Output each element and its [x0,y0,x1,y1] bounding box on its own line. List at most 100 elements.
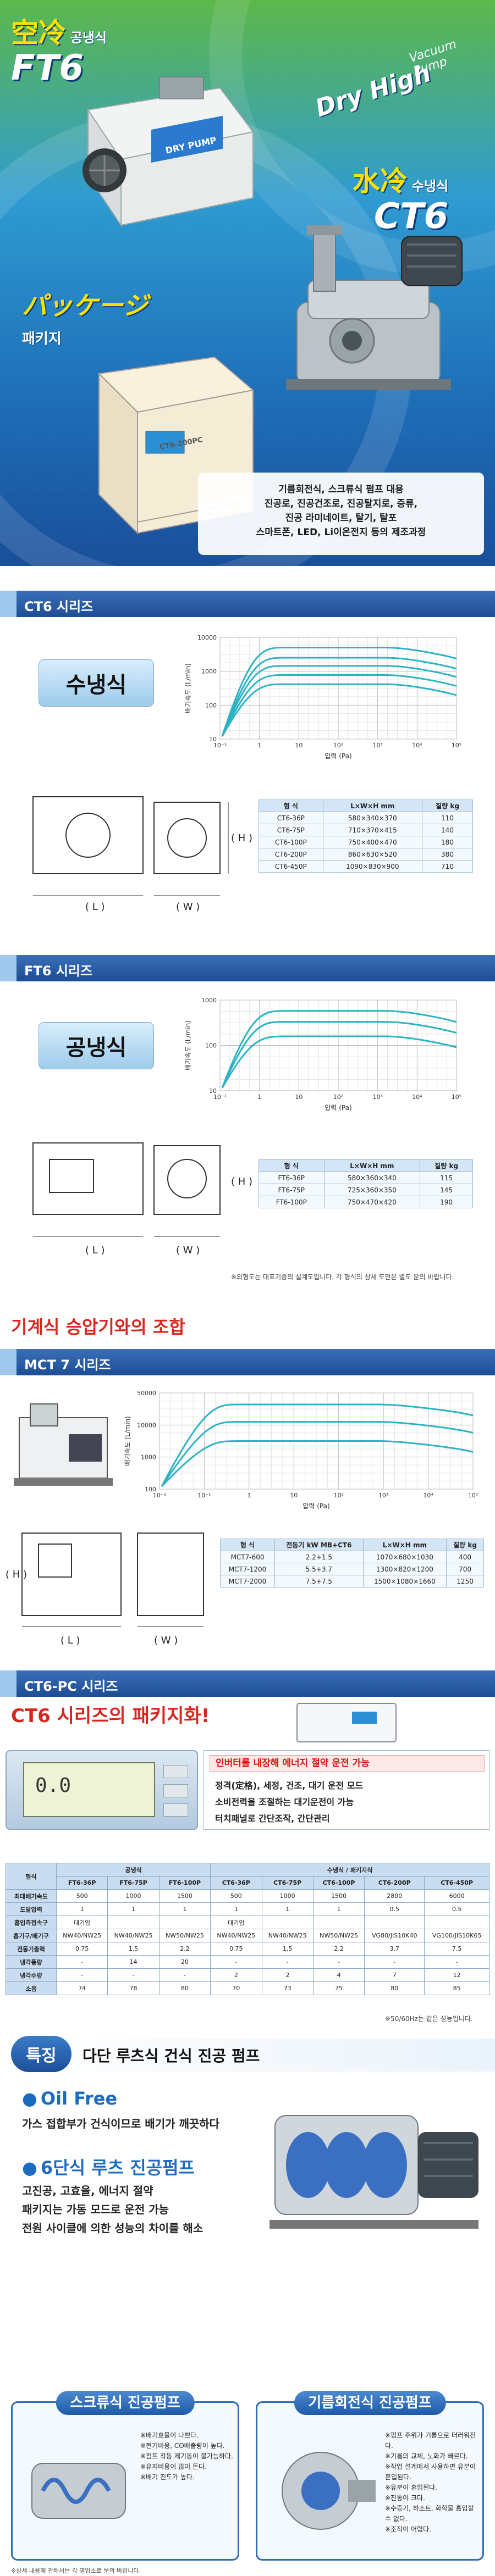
series-line [161,1421,474,1487]
series-line [221,1021,457,1089]
ctpc-section-header: CT6-PC 시리즈 [0,1670,495,1697]
x-tick-label: 10⁻¹ [213,1093,227,1101]
x-tick-label: 10 [290,1492,298,1499]
ft6-model: FT6 [11,48,84,88]
x-tick-label: 10² [333,742,343,749]
x-tick-label: 10² [334,1492,344,1499]
x-tick-label: 10 [295,742,302,749]
ct6-dim-h: ( H ) [231,832,253,844]
x-tick-label: 10⁻¹ [213,742,227,749]
ft6-outline-drawing [32,1142,221,1237]
x-tick-label: 10⁴ [412,1093,422,1101]
ctpc-headline: CT6 시리즈의 패키지화! [11,1705,210,1727]
package-title: パッケージ 패키지 [22,286,148,348]
comparison-footnote: ※50/60Hz는 같은 성능입니다. [385,2015,473,2023]
y-tick-label: 10000 [197,634,217,641]
touch-panel-display: 0.0 [6,1750,198,1830]
x-tick-label: 10³ [372,1093,382,1101]
x-axis-label: 압력 (Pa) [324,1104,351,1112]
applications-box: 기름회전식, 스크류식 펌프 대용 진공로, 진공건조로, 진공탈지로, 증류,… [198,473,484,555]
inverter-line: 소비전력을 조절하는 대기운전이 가능 [215,1797,354,1807]
oil-free-text: 가스 접합부가 건식이므로 배기가 깨끗하다 [22,2117,220,2130]
package-kr: 패키지 [22,331,62,347]
roots-line: 패키지는 가동 모드로 운전 가능 [22,2203,169,2216]
roots-line: 고진공, 고효율, 에너지 절약 [22,2184,153,2197]
roots-pump-cutaway [270,2115,479,2229]
y-tick-label: 50000 [137,1390,156,1397]
x-tick-label: 1 [257,1093,261,1101]
ct6-kanji: 水冷 [352,165,408,197]
ft6-section-header: FT6 시리즈 [0,955,495,981]
feature-badge: 특징 [11,2036,72,2072]
roots-heading: ●6단식 루츠 진공펌프 [22,2157,195,2178]
panel-button[interactable] [163,1765,188,1778]
application-line: 기름회전식, 스크류식 펌프 대용 [278,484,404,495]
x-axis-label: 압력 (Pa) [324,752,351,760]
mct-machine-illustration [14,1403,113,1486]
x-tick-label: 1 [257,742,261,749]
series-line [221,1010,457,1089]
ct6-model: CT6 [374,196,449,237]
ft6-dim-w: ( W ) [176,1245,200,1256]
x-tick-label: 10² [333,1093,343,1101]
panel-button[interactable] [163,1784,188,1797]
x-tick-label: 10⁵ [452,742,461,749]
roots-lines: 고진공, 고효율, 에너지 절약 패키지는 가동 모드로 운전 가능 전원 사이… [22,2181,203,2238]
panel-button[interactable] [163,1803,188,1817]
ct6-section-header: CT6 시리즈 [0,591,495,617]
mct-section-title: MCT 7 시리즈 [24,1357,111,1373]
oil-free-heading: ●Oil Free [22,2088,118,2109]
series-line [161,1403,474,1487]
ctpc-section-title: CT6-PC 시리즈 [24,1679,118,1694]
application-line: 진공 라미네이트, 탈기, 탈포 [285,513,397,524]
combo-heading: 기계식 승압기와의 조합 [11,1317,185,1337]
inverter-line: 정격(定格), 세정, 건조, 대기 운전 모드 [215,1780,364,1791]
ct6-outline-drawing [32,796,229,896]
mct-dim-h: ( H ) [6,1569,28,1580]
series-line [221,647,457,737]
x-tick-label: 10⁴ [423,1492,433,1499]
air-cooled-badge: 공냉식 [38,1022,154,1069]
y-tick-label: 10 [209,736,217,743]
inverter-highlight: 인버터를 내장해 에너지 절약 운전 가능 [210,1755,485,1772]
series-line [221,674,457,737]
series-line [221,665,457,737]
ft6-kr-label: 공냉식 [70,30,107,46]
oil-rotary-pump-points: ※펌프 주위가 기름으로 더러워진다. ※기름의 교체, 노화가 빠르다. ※작… [385,2431,476,2533]
ft6-drawing-note: ※외형도는 대표기종의 설계도입니다. 각 형식의 상세 도면은 별도 문의 바… [231,1273,454,1281]
x-tick-label: 10⁵ [452,1093,461,1101]
screw-pump-illustration [31,2463,126,2519]
x-tick-label: 10⁴ [412,742,422,749]
x-tick-label: 10⁵ [468,1492,478,1499]
ctpc-package-photo [296,1703,397,1742]
series-line [161,1440,474,1487]
screw-pump-points: ※배기효율이 나쁘다. ※전기비용, CO배출량이 높다. ※펌프 작동 제기동… [140,2431,233,2481]
application-line: 스마트폰, LED, Li이온전지 등의 제조과정 [256,527,426,538]
oil-rotary-pump-title: 기름회전식 진공펌프 [294,2391,446,2415]
x-tick-label: 10⁻² [153,1492,166,1499]
ct6-dim-l: ( L ) [85,901,105,913]
y-tick-label: 1000 [141,1454,156,1461]
x-tick-label: 10³ [372,742,382,749]
x-tick-label: 10³ [378,1492,388,1499]
oil-rotary-pump-box: 기름회전식 진공펌프 ※펌프 주위가 기름으로 더러워진다. ※기름의 교체, … [256,2391,484,2561]
y-axis-label: 배기속도 (L/min) [184,663,192,713]
ft6-pump-illustration [82,76,254,227]
y-tick-label: 100 [145,1486,156,1493]
